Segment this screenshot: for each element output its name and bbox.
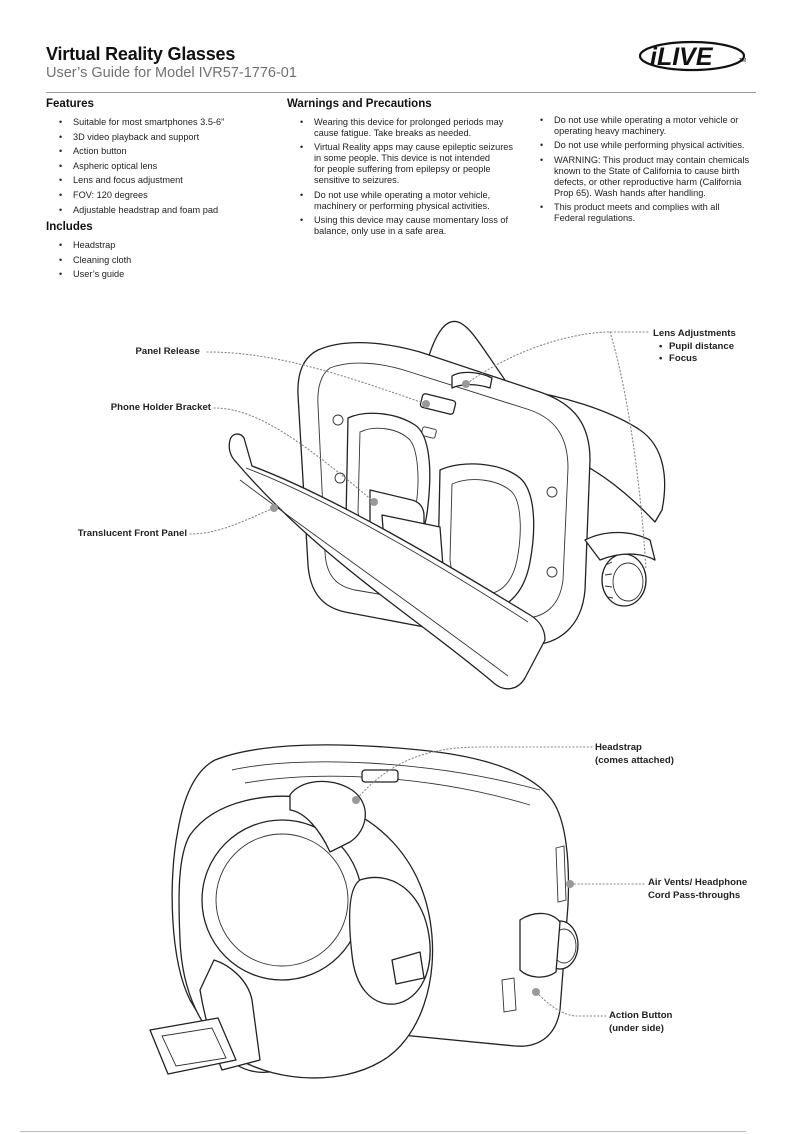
header-divider [46, 92, 756, 93]
leader-headstrap [355, 746, 593, 801]
leader-phone-holder [213, 407, 375, 503]
label-action-button: Action Button (under side) [609, 1010, 673, 1034]
leader-front-panel [189, 507, 275, 535]
ilive-logo: iLIVE TM [638, 37, 746, 72]
list-item: Pupil distance [653, 341, 773, 354]
list-item: This product meets and complies with all… [527, 202, 767, 224]
leader-panel-release [206, 351, 427, 405]
warnings-list-col2: Do not use while operating a motor vehic… [527, 115, 767, 228]
list-item: Lens and focus adjustment [46, 175, 224, 186]
list-item: Do not use while performing physical act… [527, 140, 767, 151]
list-item: Aspheric optical lens [46, 161, 224, 172]
list-item: Adjustable headstrap and foam pad [46, 205, 224, 216]
logo-text: iLIVE [650, 43, 714, 71]
features-heading: Features [46, 98, 94, 110]
list-item: FOV: 120 degrees [46, 190, 224, 201]
list-item: Cleaning cloth [46, 255, 131, 266]
list-item: Action button [46, 146, 224, 157]
warnings-list-col1: Wearing this device for prolonged period… [287, 117, 527, 241]
includes-list: Headstrap Cleaning cloth User’s guide [46, 240, 131, 284]
logo-tm: TM [739, 58, 746, 64]
includes-heading: Includes [46, 221, 93, 233]
label-phone-holder-bracket: Phone Holder Bracket [110, 402, 211, 413]
label-lens-adjustments: Lens Adjustments Pupil distance Focus [653, 328, 773, 366]
label-panel-release: Panel Release [135, 346, 200, 357]
list-item: Using this device may cause momentary lo… [287, 215, 527, 237]
warnings-heading: Warnings and Precautions [287, 98, 432, 110]
list-item: Headstrap [46, 240, 131, 251]
list-item: Virtual Reality apps may cause epileptic… [287, 142, 527, 186]
headset-rear-illustration [149, 744, 579, 1079]
headset-open-illustration [228, 320, 666, 690]
page-subtitle: User’s Guide for Model IVR57-1776-01 [46, 65, 297, 81]
list-item: Focus [653, 353, 773, 366]
list-item: WARNING: This product may contain chemic… [527, 155, 767, 199]
label-air-vents: Air Vents/ Headphone Cord Pass-throughs [648, 877, 748, 901]
list-item: User’s guide [46, 269, 131, 280]
list-item: Do not use while operating a motor vehic… [527, 115, 767, 137]
label-headstrap: Headstrap (comes attached) [595, 742, 674, 766]
page-title: Virtual Reality Glasses [46, 44, 236, 64]
leader-lens-adjust [465, 331, 649, 385]
list-item: 3D video playback and support [46, 132, 224, 143]
list-item: Do not use while operating a motor vehic… [287, 190, 527, 212]
label-translucent-front-panel: Translucent Front Panel [77, 528, 187, 539]
leader-action-button [535, 991, 607, 1017]
list-item: Suitable for most smartphones 3.5-6” [46, 117, 224, 128]
features-list: Suitable for most smartphones 3.5-6” 3D … [46, 117, 224, 219]
list-item: Wearing this device for prolonged period… [287, 117, 527, 139]
footer-divider [20, 1131, 746, 1132]
